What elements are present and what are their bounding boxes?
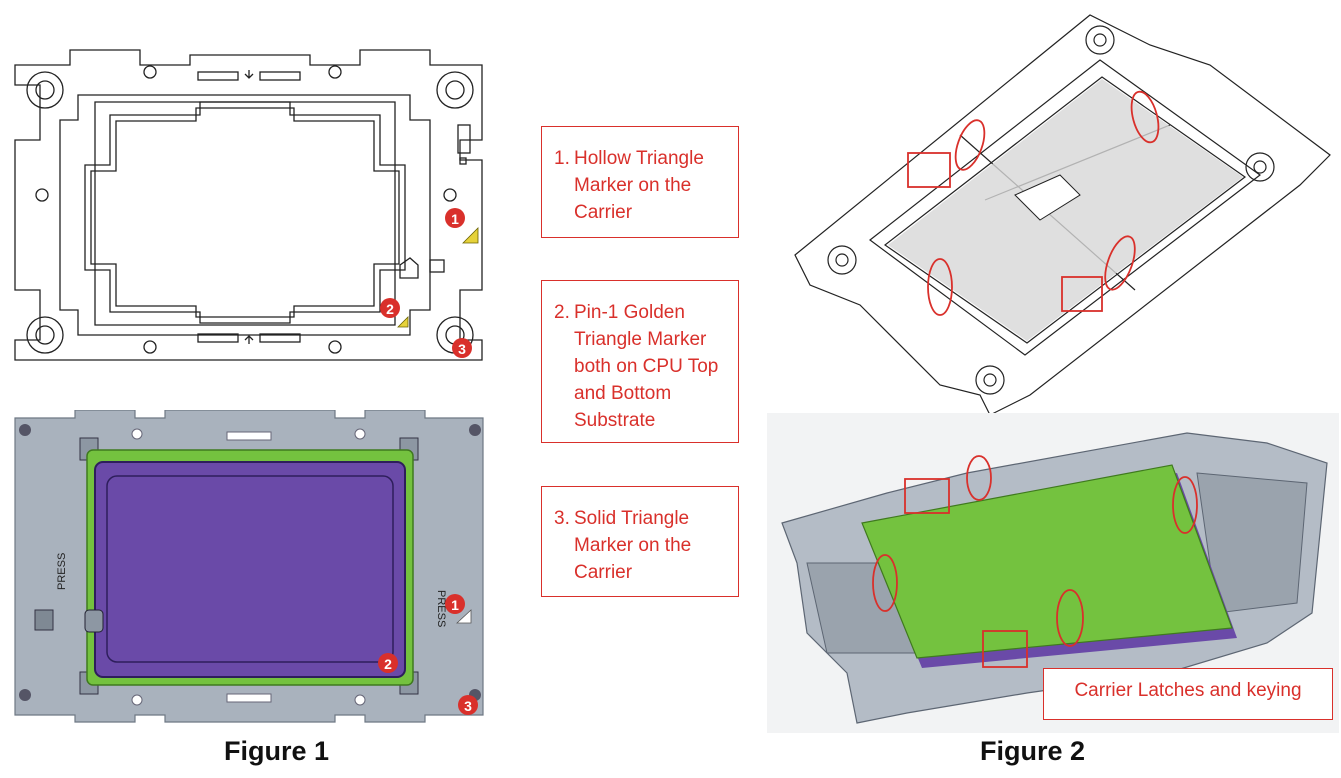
callout-pin1-golden-triangle: 2. Pin-1 Golden Triangle Marker both on … — [541, 280, 739, 443]
callout-hollow-triangle: 1. Hollow Triangle Marker on the Carrier — [541, 126, 739, 238]
carrier-with-cpu-render: PRESS PRESS 1 2 3 — [14, 410, 484, 723]
svg-text:3: 3 — [464, 698, 472, 714]
hollow-triangle-marker-render — [455, 609, 472, 624]
svg-text:3: 3 — [458, 341, 466, 357]
carrier-isometric-drawing — [794, 14, 1331, 416]
figure1-caption: Figure 1 — [224, 736, 330, 766]
pin1-golden-triangle — [397, 316, 409, 328]
carrier-latches-label: Carrier Latches and keying — [1043, 668, 1333, 720]
latch-highlight-marks-render — [872, 455, 1198, 668]
svg-text:2: 2 — [384, 656, 392, 672]
marker-badge-2-render: 2 — [378, 653, 398, 673]
marker-badge-3-render: 3 — [458, 695, 478, 715]
svg-text:2: 2 — [386, 301, 394, 317]
latch-highlight-marks — [907, 90, 1160, 316]
marker-badge-1-render: 1 — [445, 594, 465, 614]
marker-badge-1: 1 — [445, 208, 465, 228]
svg-text:1: 1 — [451, 211, 459, 227]
svg-text:PRESS: PRESS — [56, 553, 68, 590]
svg-text:PRESS: PRESS — [435, 590, 447, 627]
marker-badge-2: 2 — [380, 298, 400, 318]
hollow-triangle-marker — [462, 227, 479, 244]
marker-badge-3: 3 — [452, 338, 472, 358]
carrier-line-drawing: 1 2 3 — [14, 49, 483, 361]
callout-solid-triangle: 3. Solid Triangle Marker on the Carrier — [541, 486, 739, 597]
svg-text:1: 1 — [451, 597, 459, 613]
figure2-caption: Figure 2 — [980, 736, 1086, 766]
